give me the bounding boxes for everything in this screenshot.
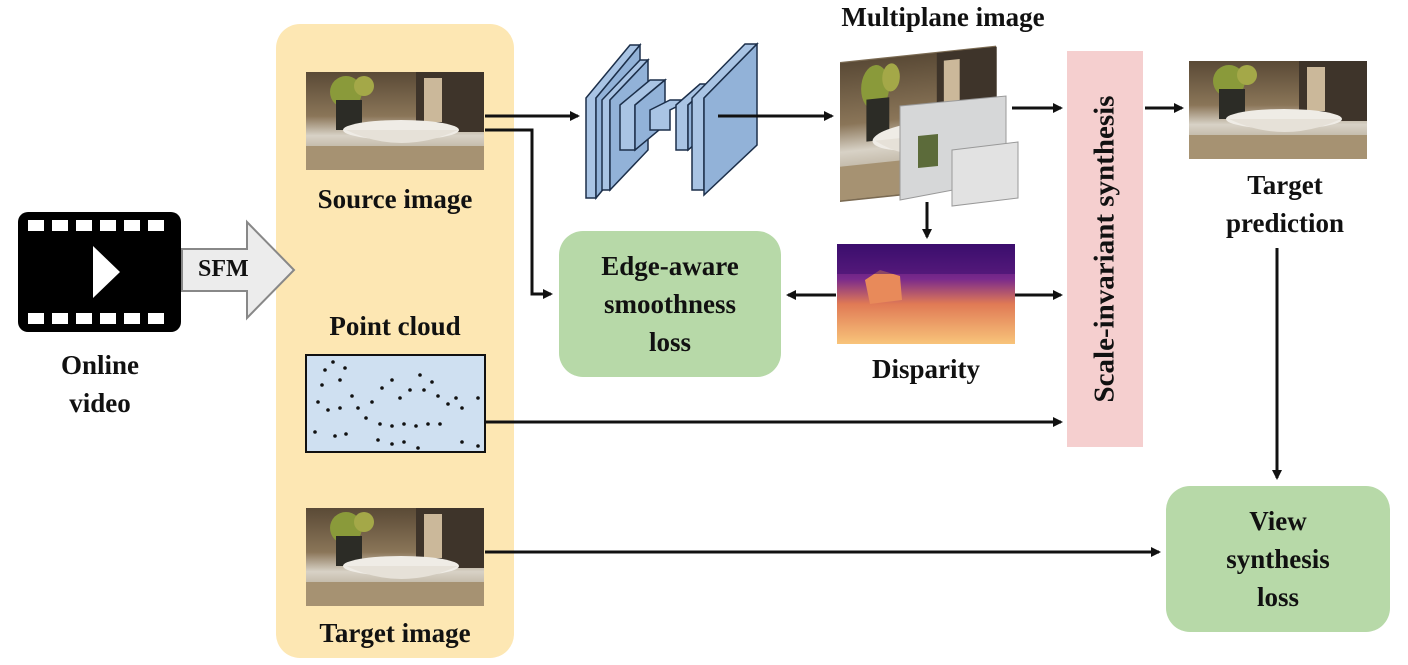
- multiplane-image-label: Multiplane image: [841, 2, 1045, 32]
- scale-invariant-synthesis-box: Scale-invariant synthesis: [1067, 51, 1143, 447]
- network-icon: [585, 42, 759, 201]
- edge-aware-loss-box: Edge-aware smoothness loss: [559, 231, 781, 377]
- point-cloud-label: Point cloud: [329, 311, 461, 341]
- source-image-label: Source image: [317, 184, 473, 214]
- arrow-source-to-edge-loss: [485, 128, 553, 299]
- source-image-thumbnail: [306, 72, 484, 170]
- film-video-icon: [18, 212, 181, 332]
- connection-arrows: [485, 103, 1282, 557]
- sfm-arrow-icon: [181, 219, 296, 321]
- online-video-label: Online video: [60, 350, 140, 418]
- disparity-label: Disparity: [872, 354, 980, 384]
- target-image-thumbnail: [306, 508, 484, 606]
- sfm-label: SFM: [198, 256, 249, 282]
- multiplane-image-stack: [840, 45, 1019, 207]
- disparity-map: [837, 244, 1015, 344]
- target-image-label: Target image: [319, 618, 471, 648]
- point-cloud-image: [305, 354, 486, 453]
- view-synthesis-loss-box: View synthesis loss: [1166, 486, 1390, 632]
- target-prediction-label: Target prediction: [1225, 170, 1344, 238]
- target-prediction-image: [1189, 61, 1367, 159]
